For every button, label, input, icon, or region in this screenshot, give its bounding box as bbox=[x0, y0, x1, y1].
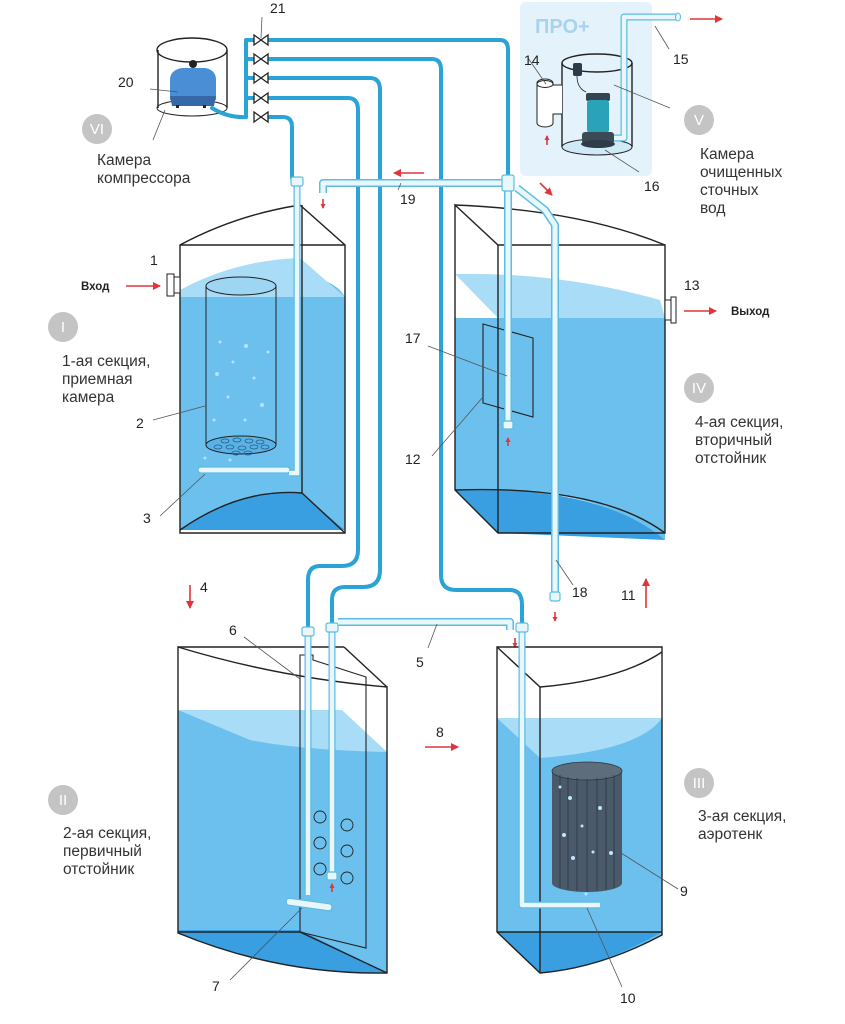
compressor-icon bbox=[170, 60, 217, 108]
section-3-label: III 3-ая секция, аэротенк bbox=[684, 768, 787, 843]
callout-5: 5 bbox=[416, 654, 424, 670]
callout-7: 7 bbox=[212, 978, 220, 994]
section-1-tank bbox=[166, 176, 346, 534]
svg-text:II: II bbox=[59, 792, 67, 809]
svg-text:2-ая секция,: 2-ая секция, bbox=[63, 825, 152, 842]
svg-text:IV: IV bbox=[692, 380, 706, 397]
compressor-chamber bbox=[156, 37, 248, 120]
section-badge bbox=[82, 114, 112, 144]
svg-text:очищенных: очищенных bbox=[700, 164, 782, 181]
callout-6: 6 bbox=[229, 622, 237, 638]
pro-plus-module: ПРО+ bbox=[520, 2, 723, 176]
section-2-tank bbox=[177, 622, 388, 974]
svg-text:I: I bbox=[61, 319, 65, 336]
svg-text:первичный: первичный bbox=[63, 843, 142, 860]
section-badge bbox=[684, 373, 714, 403]
section-4-label: IV 4-ая секция, вторичный отстойник bbox=[684, 373, 784, 467]
callout-11: 11 bbox=[621, 587, 636, 603]
callout-12: 12 bbox=[405, 451, 421, 467]
section-2-label: II 2-ая секция, первичный отстойник bbox=[48, 785, 152, 878]
clean-water-chamber bbox=[536, 12, 723, 156]
callout-9: 9 bbox=[680, 883, 688, 899]
callout-17: 17 bbox=[405, 330, 421, 346]
callout-3: 3 bbox=[143, 510, 151, 526]
svg-text:отстойник: отстойник bbox=[63, 861, 134, 878]
valve-bank bbox=[253, 33, 269, 124]
float-switch-icon bbox=[573, 63, 582, 76]
svg-text:вторичный: вторичный bbox=[695, 432, 772, 449]
svg-text:V: V bbox=[694, 112, 704, 129]
svg-text:VI: VI bbox=[90, 121, 104, 138]
section-3-tank bbox=[496, 622, 663, 974]
svg-text:компрессора: компрессора bbox=[97, 170, 191, 187]
outlet-label: Выход bbox=[731, 306, 770, 318]
svg-text:отстойник: отстойник bbox=[695, 450, 766, 467]
svg-text:1-ая секция,: 1-ая секция, bbox=[62, 353, 151, 370]
valve-icon bbox=[253, 71, 269, 85]
svg-text:Камера: Камера bbox=[97, 152, 152, 169]
callout-19: 19 bbox=[400, 191, 416, 207]
biofilter-block bbox=[551, 761, 623, 892]
callout-4: 4 bbox=[200, 579, 208, 595]
air-distribution-lines bbox=[244, 38, 524, 632]
svg-text:Камера: Камера bbox=[700, 146, 755, 163]
section-1-label: I 1-ая секция, приемная камера bbox=[48, 312, 151, 406]
svg-text:аэротенк: аэротенк bbox=[698, 826, 763, 843]
valve-icon bbox=[253, 52, 269, 66]
leader-lines bbox=[149, 16, 679, 988]
callout-numbers: 1 2 3 4 5 6 7 8 9 10 11 12 13 14 15 16 1… bbox=[118, 0, 700, 1006]
svg-text:III: III bbox=[693, 775, 706, 792]
svg-text:4-ая секция,: 4-ая секция, bbox=[695, 414, 784, 431]
sludge-return-pipe bbox=[319, 169, 515, 209]
callout-15: 15 bbox=[673, 51, 689, 67]
svg-text:вод: вод bbox=[700, 200, 725, 217]
valve-icon bbox=[253, 91, 269, 105]
callout-20: 20 bbox=[118, 74, 134, 90]
callout-2: 2 bbox=[136, 415, 144, 431]
callout-18: 18 bbox=[572, 584, 588, 600]
valve-icon bbox=[253, 110, 269, 124]
section-badge bbox=[684, 105, 714, 135]
transfer-pipe bbox=[338, 618, 518, 648]
callout-8: 8 bbox=[436, 724, 444, 740]
pro-plus-label: ПРО+ bbox=[535, 16, 590, 38]
section-badge bbox=[48, 312, 78, 342]
callout-10: 10 bbox=[620, 990, 636, 1006]
section-badge bbox=[48, 785, 78, 815]
section-4-tank bbox=[454, 180, 717, 622]
section-6-label: VI Камера компрессора bbox=[82, 114, 191, 187]
svg-text:камера: камера bbox=[62, 389, 115, 406]
svg-text:3-ая секция,: 3-ая секция, bbox=[698, 808, 787, 825]
inlet-label: Вход bbox=[81, 281, 110, 293]
callout-14: 14 bbox=[524, 52, 540, 68]
svg-text:сточных: сточных bbox=[700, 182, 759, 199]
drainage-pump-icon bbox=[581, 93, 615, 148]
callout-16: 16 bbox=[644, 178, 660, 194]
flow-arrow-icon bbox=[539, 182, 553, 196]
callout-21: 21 bbox=[270, 0, 286, 16]
callout-1: 1 bbox=[150, 252, 158, 268]
section-badge bbox=[684, 768, 714, 798]
valve-icon bbox=[253, 33, 269, 47]
callout-13: 13 bbox=[684, 277, 700, 293]
svg-text:приемная: приемная bbox=[62, 371, 133, 388]
section-5-label: V Камера очищенных сточных вод bbox=[684, 105, 782, 217]
